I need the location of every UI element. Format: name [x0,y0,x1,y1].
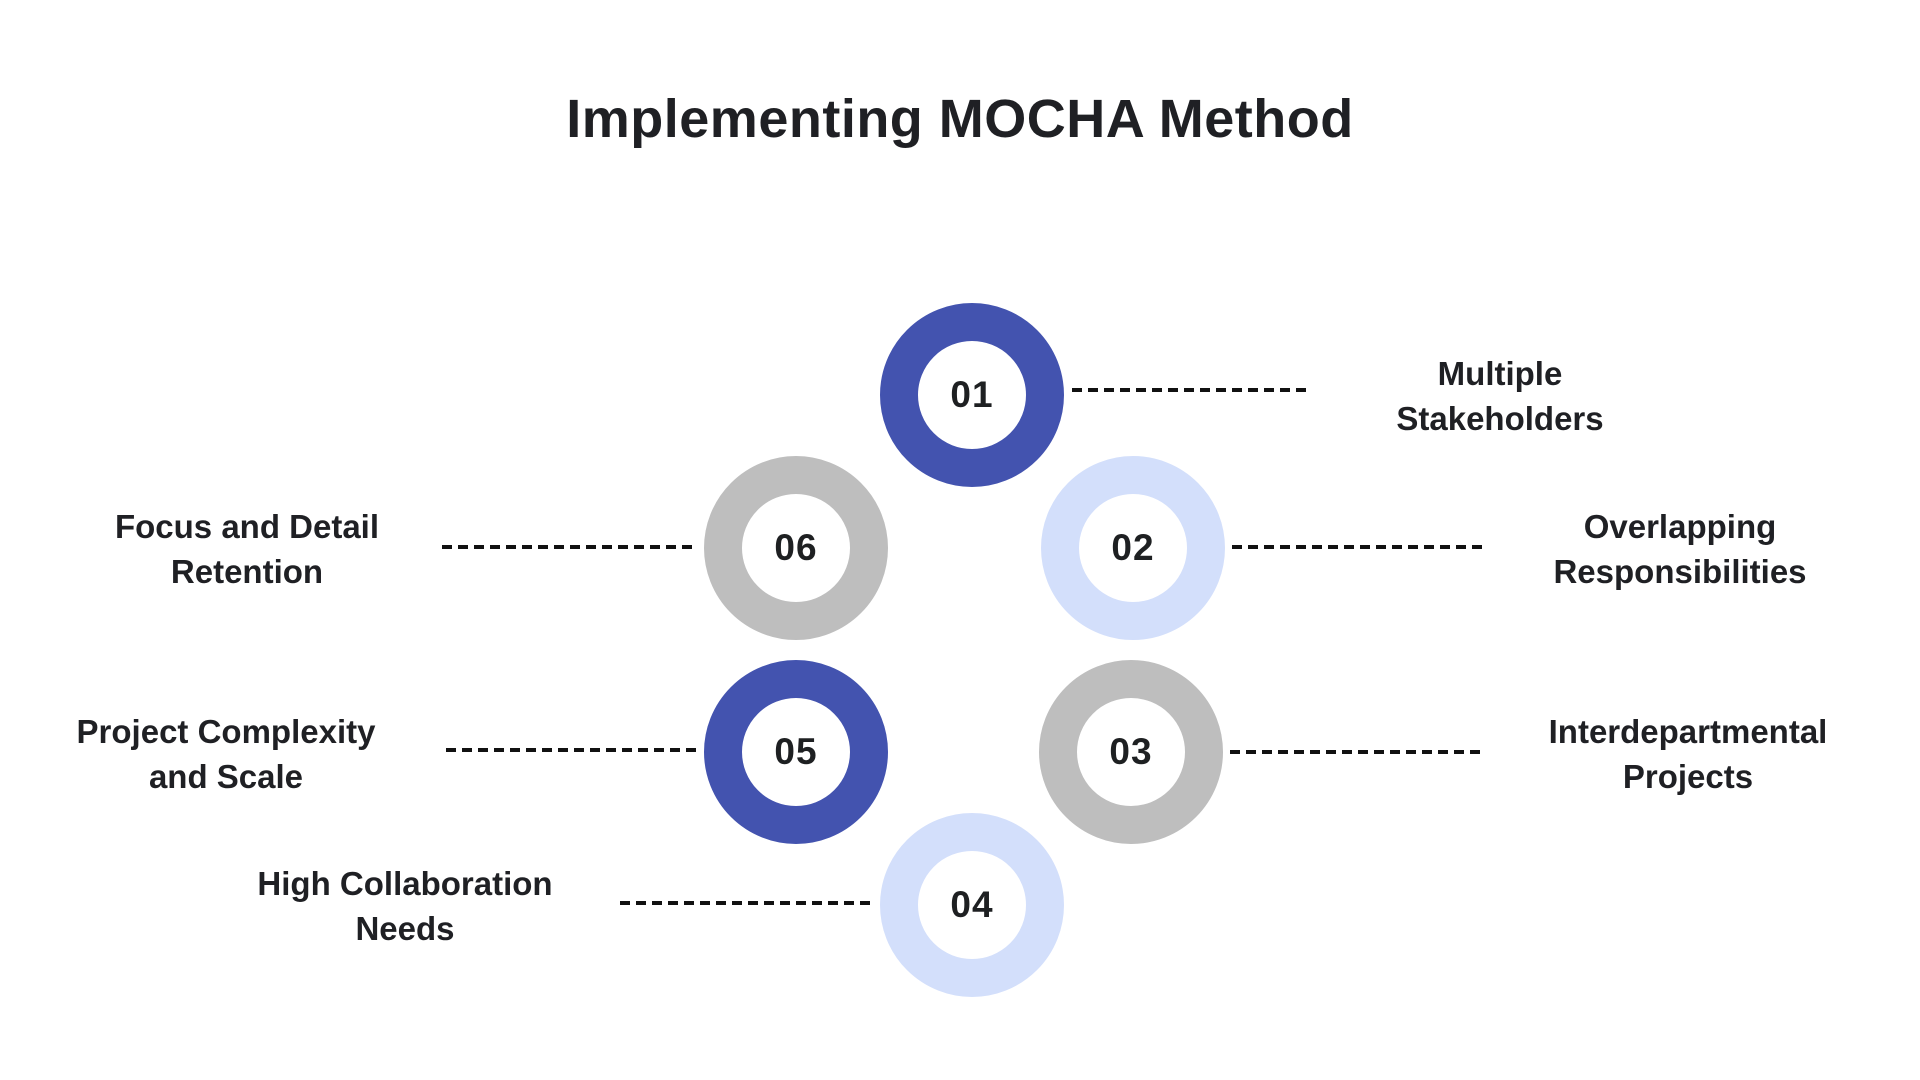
connector-line-01 [1072,388,1310,392]
step-label-04: High Collaboration Needs [257,865,553,947]
step-label-06: Focus and Detail Retention [114,508,380,590]
step-label-05: Project Complexity and Scale [76,713,376,795]
step-circle-03: 03 [1039,660,1223,844]
step-number-04: 04 [950,884,994,925]
connector-line-04 [620,901,874,905]
step-number-03: 03 [1109,731,1153,772]
step-number-01: 01 [950,374,994,415]
step-circle-01: 01 [880,303,1064,487]
connector-line-06 [442,545,698,549]
step-circle-02: 02 [1041,456,1225,640]
connector-line-05 [446,748,698,752]
step-circle-04: 04 [880,813,1064,997]
step-number-02: 02 [1111,527,1155,568]
step-circle-05: 05 [704,660,888,844]
page-title: Implementing MOCHA Method [566,89,1354,149]
step-label-03: Interdepartmental Projects [1548,713,1828,795]
step-circle-06: 06 [704,456,888,640]
step-label-01: Multiple Stakeholders [1396,355,1604,437]
connector-line-02 [1232,545,1484,549]
step-number-05: 05 [774,731,818,772]
step-label-02: Overlapping Responsibilities [1553,508,1807,590]
connector-line-03 [1230,750,1485,754]
step-number-06: 06 [774,527,818,568]
